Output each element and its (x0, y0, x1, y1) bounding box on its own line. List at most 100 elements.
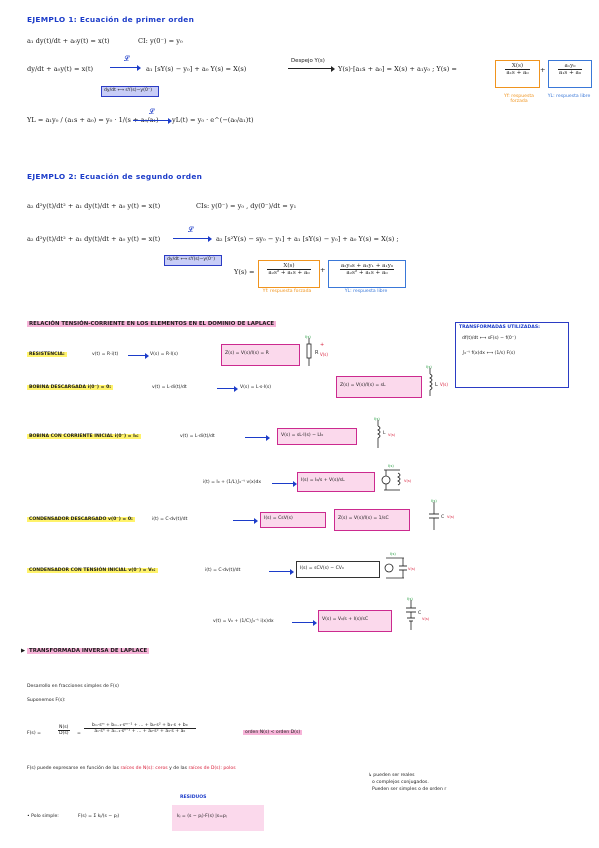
transform-box: TRANSFORMADAS UTILIZADAS: df(t)/dt ⟷ sF(… (455, 322, 569, 388)
ex2-line2-left: a₂ d²y(t)/dt² + a₁ dy(t)/dt + a₀ y(t) = … (27, 235, 161, 243)
right-arrow-icon (233, 516, 258, 526)
svg-text:V(s): V(s) (447, 515, 455, 519)
row-resistencia-z: Z(s) = V(s)/I(s) = R (221, 344, 300, 366)
ex2-ys: Y(s) = (234, 268, 255, 276)
inversa-polo-eq: F(s) = Σ kⱼ/(s − pⱼ) (78, 814, 120, 819)
ex1-yl-label: YL: respuesta libre (547, 94, 591, 99)
row-cond-desc-label: CONDENSADOR DESCARGADO v(0⁻) = 0: (27, 517, 135, 522)
svg-text:I(s): I(s) (388, 464, 394, 468)
right-arrow-icon (245, 433, 270, 443)
transform-box-title: TRANSFORMADAS UTILIZADAS: (459, 325, 540, 330)
ex2-ode: a₂ d²y(t)/dt² + a₁ dy(t)/dt + a₀ y(t) = … (27, 202, 161, 210)
right-arrow-icon (173, 234, 212, 244)
ex2-line2-right: a₂ [s²Y(s) − sy₀ − y₁] + a₁ [sY(s) − y₀]… (216, 235, 399, 243)
inversa-kj-box: kⱼ = (s − pⱼ)·F(s) |s=pⱼ (172, 805, 264, 831)
right-arrow-icon (217, 384, 238, 394)
svg-text:I(s): I(s) (390, 552, 396, 556)
row-bobina-desc-res: V(s) = L·s·I(s) (240, 385, 272, 390)
inversa-l3: F(s) puede expresarse en función de las … (27, 766, 236, 771)
inversa-polo-label: • Polo simple: (27, 814, 59, 819)
svg-text:V(s): V(s) (404, 479, 412, 483)
inversa-fs-frac1: N(s)D(s) (58, 725, 70, 736)
ex1-ode: a₁ dy(t)/dt + a₀y(t) = x(t) (27, 37, 110, 45)
row-bobina-int-eq: i(t) = I₀ + (1/L)∫₀⁻ᵗ v(x)dx (203, 480, 262, 485)
inversa-l2: Suponemos F(s): (27, 698, 66, 703)
svg-text:I(s): I(s) (374, 417, 380, 421)
svg-text:+: + (320, 342, 324, 348)
laplace-symbol: 𝓛 (124, 55, 130, 63)
row-cond-desc-eq: i(t) = C·dv(t)/dt (152, 517, 188, 522)
ex2-yf-box: X(s)a₂s² + a₁s + a₀ (258, 260, 320, 288)
svg-text:R: R (315, 350, 319, 356)
svg-text:V(s): V(s) (408, 567, 416, 571)
ex1-line3a: YL = a₁y₀ / (a₁s + a₀) = y₀ · 1/(s + a₀/… (27, 116, 159, 124)
row-cond-desc-z: Z(s) = V(s)/I(s) = 1/sC (334, 509, 410, 531)
inversa-note2: o complejos conjugados. (372, 780, 429, 785)
ex1-yf-box: X(s)a₁s + a₀ (495, 60, 540, 88)
inversa-fs-poly: bₘ·sᵐ + bₘ₋₁·sᵐ⁻¹ + ... + b₂·s² + b₁·s +… (84, 723, 196, 734)
right-arrow-icon (133, 116, 172, 126)
ex1-line3b: yL(t) = y₀ · e^(−(a₀/a₁)t) (172, 116, 254, 124)
inversa-residuos: RESIDUOS (180, 795, 207, 800)
inversa-fs-label: F(s) = (27, 731, 41, 736)
svg-text:V(s): V(s) (320, 352, 328, 357)
svg-text:I(s): I(s) (305, 335, 311, 339)
ex2-deriv-note: dy/dt ⟷ sY(s)−y(0⁻) (164, 255, 222, 266)
ex2-yl-label: YL: respuesta libre (344, 289, 388, 294)
ex2-ci: CIs: y(0⁻) = y₀ , dy(0⁻)/dt = y₁ (196, 202, 297, 210)
row-bobina-desc-z: Z(s) = V(s)/I(s) = sL (336, 376, 422, 398)
row-bobina-ini-eq: v(t) = L·di(t)/dt (180, 434, 215, 439)
ex1-title: EJEMPLO 1: Ecuación de primer orden (27, 15, 195, 24)
svg-text:L: L (383, 430, 386, 436)
row-resistencia-label: RESISTENCIA: (27, 352, 67, 357)
ex1-ci: CI: y(0⁻) = y₀ (138, 37, 183, 45)
capacitor-parallel-source-icon: V(s) I(s) (384, 552, 416, 579)
inversa-title: ▶ TRANSFORMADA INVERSA DE LAPLACE (21, 648, 150, 654)
svg-text:L: L (435, 382, 438, 388)
transform-derivative: df(t)/dt ⟷ sF(s) − f(0⁻) (462, 336, 517, 341)
right-arrow-icon (269, 567, 294, 577)
right-arrow-icon (110, 63, 141, 73)
row-resistencia-eq: v(t) = R·i(t) (92, 352, 119, 357)
right-arrow-icon (128, 351, 149, 361)
row-cond-ini-label: CONDENSADOR CON TENSIÓN INICIAL v(0⁻) = … (27, 568, 158, 573)
svg-text:I(s): I(s) (426, 365, 432, 369)
row-bobina-ini-res: V(s) = sL·I(s) − LI₀ (277, 428, 357, 445)
relacion-title: RELACIÓN TENSIÓN-CORRIENTE EN LOS ELEMEN… (27, 321, 277, 327)
row-resistencia-res: V(s) = R·I(s) (150, 352, 178, 357)
inversa-l1: Desarrollo en fracciones simples de F(s) (27, 684, 119, 689)
svg-text:I(s): I(s) (431, 499, 437, 503)
row-bobina-ini-label: BOBINA CON CORRIENTE INICIAL i(0⁻) = I₀: (27, 434, 141, 439)
right-arrow-icon (288, 65, 335, 72)
laplace-symbol: 𝓛 (188, 226, 194, 234)
inductor-source-icon: L V(s) I(s) (374, 417, 396, 448)
row-cond-desc-res: I(s) = CsV(s) (260, 512, 326, 528)
row-cond-int-eq: v(t) = V₀ + (1/C)∫₀⁻ᵗ i(x)dx (213, 619, 274, 624)
capacitor-series-source-icon: C V(s) I(s) (406, 597, 430, 630)
svg-text:V(s): V(s) (422, 617, 430, 621)
ex1-deriv-note: dy/dt ⟷ sY(s)−y(0⁻) (101, 86, 159, 97)
right-arrow-icon (292, 618, 317, 628)
row-cond-ini-res: I(s) = sCV(s) − CV₀ (296, 561, 380, 578)
row-cond-int-res: V(s) = V₀/s + I(s)/sC (318, 610, 392, 632)
capacitor-icon: C V(s) I(s) (429, 499, 455, 530)
resistor-icon: R + V(s) I(s) (305, 335, 328, 366)
row-bobina-int-res: I(s) = I₀/s + V(s)/sL (297, 472, 375, 492)
right-arrow-icon (272, 479, 297, 489)
triangle-bullet-icon: ▶ (21, 648, 26, 654)
ex2-title: EJEMPLO 2: Ecuación de segundo orden (27, 172, 203, 181)
ex1-line2-right: Y(s)·[a₁s + a₀] = X(s) + a₁y₀ ; Y(s) = (338, 65, 457, 73)
ex1-yf-label: Yf: respuesta forzada (504, 94, 534, 104)
ex2-yf-label: Yf: respuesta forzada (262, 289, 312, 294)
inversa-note3: Pueden ser simples o de orden r (372, 787, 447, 792)
inductor-parallel-source-icon: V(s) I(s) (381, 464, 412, 491)
row-bobina-desc-eq: v(t) = L·di(t)/dt (152, 385, 187, 390)
inversa-note1: ↳ pueden ser reales (368, 773, 415, 778)
svg-text:I(s): I(s) (407, 597, 413, 601)
ex1-despejo: Despejo Y(s) (291, 58, 325, 64)
ex1-line2-mid: a₁ [sY(s) − y₀] + a₀ Y(s) = X(s) (146, 65, 247, 73)
transform-integral: ∫₀⁻ᵗ f(x)dx ⟷ (1/s) F(s) (462, 351, 516, 356)
svg-text:C: C (441, 514, 444, 520)
